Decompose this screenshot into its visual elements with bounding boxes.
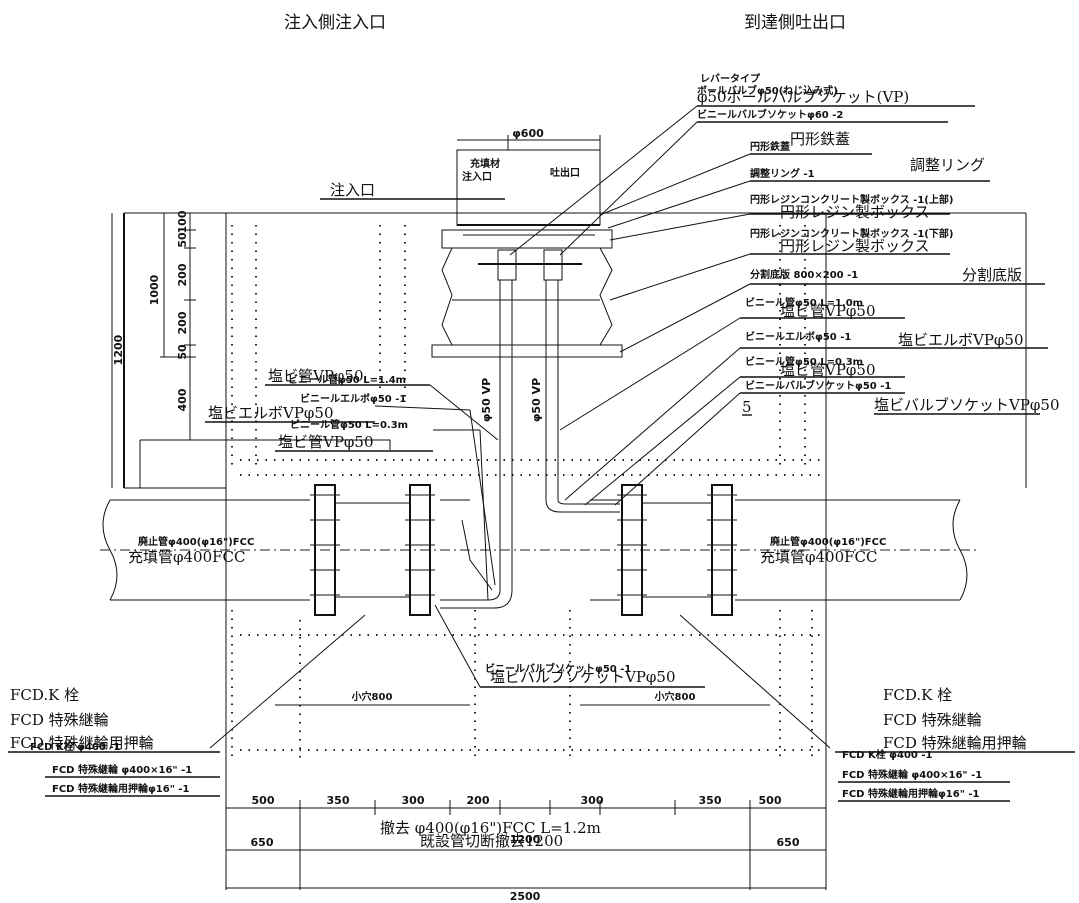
hole-left-label: 小穴800	[351, 690, 393, 703]
leader-lines-top	[509, 105, 751, 353]
leader-lines-left-pipe	[374, 384, 499, 601]
pvc-left-2: 塩ビ管VPφ50	[278, 433, 374, 451]
split-base-label: 分割底版	[962, 266, 1022, 284]
abandoned-pipe-left-small: 廃止管φ400(φ16")FCC	[138, 535, 254, 548]
excavation-outline	[123, 212, 1027, 890]
socket-bottom-label: 塩ビバルブソケットVPφ50	[490, 668, 676, 686]
filled-pipe-right: 充填管φ400FCC	[760, 548, 878, 566]
cast-iron-cover-small-label: 円形鉄蓋	[750, 140, 790, 153]
dim-1200-vertical: 1200	[112, 334, 125, 365]
valve-left	[478, 249, 532, 281]
riser-pipes	[440, 280, 620, 609]
pvc-right-small-2: ビニール管φ50 L=0.3m	[745, 355, 863, 368]
flange-right-2	[707, 484, 737, 616]
inlet-side-header: 注入側注入口	[284, 13, 386, 33]
vertical-dimensions	[111, 212, 196, 488]
vinyl-valve-socket-label: ビニールバルブソケットφ60 -2	[697, 108, 843, 121]
fcd-k-plug-left: FCD.K 栓	[10, 686, 79, 704]
dim-2500: 2500	[510, 890, 541, 903]
resin-box-lower-label: 円形レジン製ボックス	[780, 237, 930, 255]
vinyl-socket-small: ビニールバルブソケットφ50 -1	[745, 379, 891, 392]
table-left-row-3: FCD 特殊継輪用押輪φ16" -1	[52, 782, 190, 795]
table-left-row-1: FCD K栓 φ400 -1	[30, 740, 121, 753]
manhole-box	[431, 135, 623, 358]
resin-box-upper-small-label: 円形レジンコンクリート製ボックス -1(上部)	[750, 193, 953, 206]
resin-box-lower-small-label: 円形レジンコンクリート製ボックス -1(下部)	[750, 227, 953, 240]
removal-note: 既設管切断撤去1200	[420, 832, 563, 850]
pvc-right-1: 塩ビ管VPφ50	[780, 302, 876, 320]
dim-1000-vertical: 1000	[148, 274, 161, 305]
pvc-right-2: 塩ビ管VPφ50	[780, 361, 876, 379]
bottom-dimension-lines	[226, 800, 826, 890]
removal-label: 撤去 φ400(φ16")FCC L=1.2m	[380, 819, 601, 837]
vinyl-elbow-label: 塩ビエルボVPφ50	[898, 331, 1024, 349]
adjust-ring-small-label: 調整リング -1	[750, 167, 815, 180]
outlet-side-header: 到達側吐出口	[744, 13, 846, 33]
dim-500-right: 500	[759, 794, 782, 807]
dim-200: 200	[467, 794, 490, 807]
dim-300-right: 300	[581, 794, 604, 807]
dim-600: φ600	[512, 127, 544, 140]
flange-left-2	[405, 484, 435, 616]
vinyl-elbow-left-small: ビニールエルボφ50 -1	[300, 392, 406, 405]
valve-right	[528, 249, 582, 281]
dim-v-200b: 200	[176, 311, 189, 334]
abandoned-pipe-right-small: 廃止管φ400(φ16")FCC	[770, 535, 886, 548]
dim-500-left: 500	[252, 794, 275, 807]
dim-300-left: 300	[402, 794, 425, 807]
leader-lines-right-pipe	[559, 317, 741, 506]
vinyl-elbow-small: ビニールエルボφ50 -1	[745, 330, 851, 343]
dim-650-right: 650	[777, 836, 800, 849]
dim-650-left: 650	[251, 836, 274, 849]
pvc-elbow-left: 塩ビエルボVPφ50	[208, 404, 334, 422]
table-right-row-2: FCD 特殊継輪 φ400×16" -1	[842, 768, 982, 781]
table-right-row-1: FCD K栓 φ400 -1	[842, 748, 933, 761]
pvc-right-small-1: ビニール管φ50 L=1.0m	[745, 296, 863, 309]
fcd-special-joint-left: FCD 特殊継輪	[10, 711, 109, 729]
filled-pipe-left: 充填管φ400FCC	[128, 548, 246, 566]
hole-right-label: 小穴800	[654, 690, 696, 703]
fcd-push-ring-right: FCD 特殊継輪用押輪	[883, 734, 1027, 752]
backfill-dots	[231, 225, 820, 760]
ball-valve-socket-label: φ50ボールバルブソケット(VP)	[697, 88, 909, 106]
table-left-row-2: FCD 特殊継輪 φ400×16" -1	[52, 763, 192, 776]
main-pipe	[100, 499, 980, 601]
fcd-k-plug-right: FCD.K 栓	[883, 686, 952, 704]
pvc-left-small-2: ビニール管φ50 L=0.3m	[290, 418, 408, 431]
dim-1200-center: 1200	[510, 833, 541, 846]
vinyl-socket-label: 塩ビバルブソケットVPφ50	[874, 396, 1060, 414]
table-right-row-3: FCD 特殊継輪用押輪φ16" -1	[842, 787, 980, 800]
fill-material-label: 充填材	[470, 157, 500, 170]
socket-bottom-small: ビニールバルブソケットφ50 -1	[485, 662, 631, 675]
fcd-push-ring-left: FCD 特殊継輪用押輪	[10, 734, 154, 752]
lever-type-label: レバータイプ	[700, 72, 761, 85]
discharge-port-small-label: 吐出口	[550, 166, 580, 179]
slope-lines	[209, 614, 831, 749]
injection-port-label: 注入口	[330, 181, 375, 199]
dim-350-right: 350	[699, 794, 722, 807]
pvc-left-1: 塩ビ管VPφ50	[268, 367, 364, 385]
cast-iron-cover-label: 円形鉄蓋	[790, 130, 850, 148]
injection-port-small-label: 注入口	[462, 170, 492, 183]
dim-v-200a: 200	[176, 263, 189, 286]
ball-valve-small-label: ボールバルブφ50(ねじ込み式)	[697, 84, 838, 97]
split-base-small-label: 分割底版 800×200 -1	[750, 268, 858, 281]
dim-v-400: 400	[176, 388, 189, 411]
dim-v-100: 100	[176, 210, 189, 233]
resin-box-upper-label: 円形レジン製ボックス	[780, 203, 930, 221]
fcd-special-joint-right: FCD 特殊継輪	[883, 711, 982, 729]
dim-v-50b: 50	[176, 344, 189, 360]
vp-right-label: φ50 VP	[530, 378, 543, 422]
dim-350-left: 350	[327, 794, 350, 807]
flange-right-1	[617, 484, 647, 616]
vp-left-label: φ50 VP	[480, 378, 493, 422]
flange-left-1	[310, 484, 340, 616]
adjust-ring-label: 調整リング	[910, 156, 985, 174]
pvc-left-small-1: ビニール管φ50 L=1.4m	[288, 373, 406, 386]
vinyl-socket-num: 5	[742, 398, 752, 416]
dim-v-50: 50	[176, 232, 189, 248]
